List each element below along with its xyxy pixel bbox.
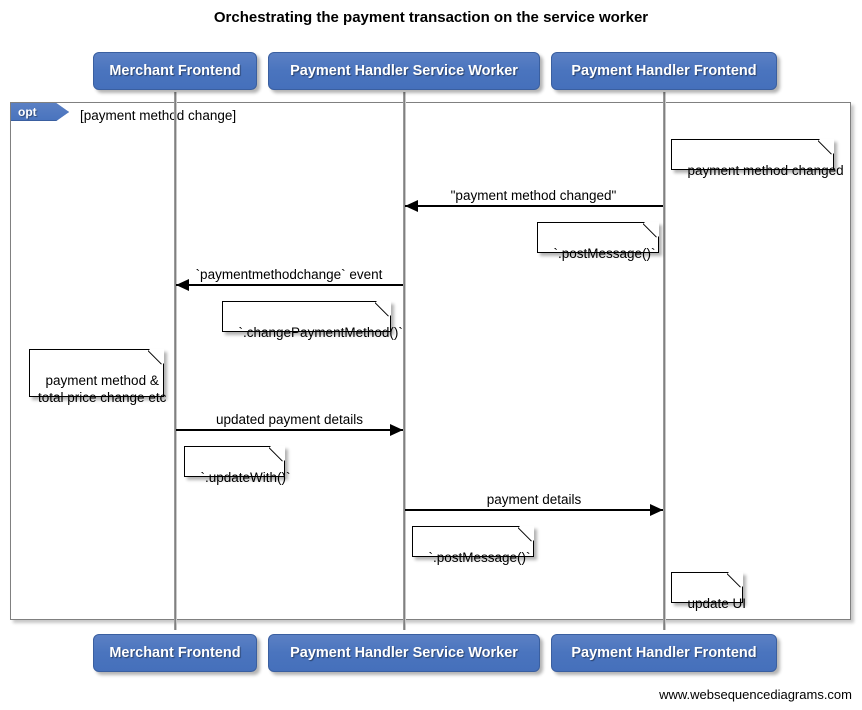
note-fold-line-icon (643, 223, 658, 238)
note-fold-line-icon (148, 350, 163, 365)
message-arrowhead-payment-details (650, 504, 663, 516)
note-post-message-2: `.postMessage()` (412, 526, 534, 565)
opt-fragment-condition: [payment method change] (80, 108, 237, 123)
note-text: payment method & total price change etc (38, 373, 167, 405)
note-text: payment method changed (687, 163, 844, 178)
lifeline-payment-handler-frontend (663, 92, 666, 630)
note-fold-line-icon (375, 302, 390, 317)
note-post-message-1: `.postMessage()` (537, 222, 659, 261)
actor-bottom-payment-handler-service-worker[interactable]: Payment Handler Service Worker (268, 634, 540, 672)
actor-label: Payment Handler Service Worker (290, 645, 518, 661)
note-change-payment-method: `.changePaymentMethod()` (222, 301, 403, 340)
actor-top-payment-handler-service-worker[interactable]: Payment Handler Service Worker (268, 52, 540, 90)
lifeline-payment-handler-service-worker (403, 92, 406, 630)
opt-fragment-frame (10, 102, 851, 620)
note-text: `.changePaymentMethod()` (238, 325, 403, 340)
note-text: update UI (687, 596, 747, 611)
note-fold-line-icon (818, 140, 833, 155)
message-arrowhead-paymentmethodchange-event (176, 279, 189, 291)
message-arrowhead-updated-payment-details (390, 424, 403, 436)
message-label-paymentmethodchange-event: `paymentmethodchange` event (195, 267, 383, 282)
note-fold-line-icon (518, 527, 533, 542)
note-text: `.postMessage()` (428, 550, 531, 565)
message-line-payment-method-changed (405, 205, 663, 207)
actor-top-payment-handler-frontend[interactable]: Payment Handler Frontend (551, 52, 777, 90)
actor-bottom-merchant-frontend[interactable]: Merchant Frontend (93, 634, 257, 672)
opt-fragment-label: opt (11, 103, 69, 121)
actor-label: Payment Handler Service Worker (290, 63, 518, 79)
note-text: `.updateWith()` (200, 470, 291, 485)
actor-label: Payment Handler Frontend (571, 63, 757, 79)
message-line-payment-details (405, 509, 663, 511)
actor-bottom-payment-handler-frontend[interactable]: Payment Handler Frontend (551, 634, 777, 672)
note-payment-method-changed: payment method changed (671, 139, 844, 178)
message-arrowhead-payment-method-changed (405, 200, 418, 212)
lifeline-merchant-frontend (174, 92, 177, 630)
note-fold-line-icon (727, 573, 742, 588)
actor-label: Merchant Frontend (109, 63, 241, 79)
message-label-payment-method-changed: "payment method changed" (450, 188, 617, 203)
page-title: Orchestrating the payment transaction on… (213, 9, 649, 26)
actor-top-merchant-frontend[interactable]: Merchant Frontend (93, 52, 257, 90)
note-text: `.postMessage()` (553, 246, 656, 261)
actor-label: Payment Handler Frontend (571, 645, 757, 661)
actor-label: Merchant Frontend (109, 645, 241, 661)
note-update-ui: update UI (671, 572, 746, 611)
message-line-paymentmethodchange-event (176, 284, 403, 286)
message-line-updated-payment-details (176, 429, 403, 431)
message-label-updated-payment-details: updated payment details (215, 412, 364, 427)
note-update-with: `.updateWith()` (184, 446, 291, 485)
note-fold-line-icon (269, 447, 284, 462)
message-label-payment-details: payment details (486, 492, 582, 507)
note-payment-method-total-price: payment method & total price change etc (29, 349, 166, 405)
footer-credit: www.websequencediagrams.com (659, 687, 852, 702)
